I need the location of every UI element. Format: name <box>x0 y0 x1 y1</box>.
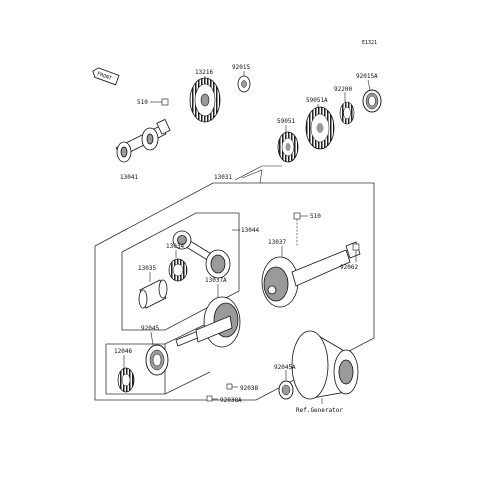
label-92015: 92015 <box>232 64 250 71</box>
label-92038a: 92038A <box>220 397 242 404</box>
nut-92015-part <box>237 75 251 93</box>
label-92045a: 92045A <box>274 364 296 371</box>
label-ref-generator: Ref.Generator <box>296 407 343 414</box>
label-13037: 13037 <box>268 239 286 246</box>
spacer-92200-part <box>339 101 355 125</box>
bearing-92015a-part <box>362 89 382 113</box>
needle-bearing-13034-part <box>168 258 188 282</box>
gear-59051-part <box>277 131 299 163</box>
seal-92045a-part <box>278 380 294 400</box>
label-92015a: 92015A <box>356 73 378 80</box>
label-13037a: 13037A <box>205 277 227 284</box>
bearing-92045-part <box>145 344 169 376</box>
crank-pin-13035-part <box>138 279 168 309</box>
label-59051: 59051 <box>277 118 295 125</box>
crankshaft-assembly-frame <box>94 182 375 401</box>
gear-13216-part <box>189 77 221 123</box>
svg-text:FRONT: FRONT <box>96 71 112 82</box>
generator-rotor-part <box>291 330 359 400</box>
label-13035: 13035 <box>138 265 156 272</box>
label-92062: 92062 <box>340 264 358 271</box>
label-59051a: 59051A <box>306 97 328 104</box>
gear-59051a-part <box>305 106 335 150</box>
label-13031: 13031 <box>214 174 232 181</box>
balancer-shaft-part <box>115 118 171 163</box>
sprocket-12046-part <box>117 367 135 393</box>
label-92200: 92200 <box>334 86 352 93</box>
label-510-upper: 510 <box>137 99 148 106</box>
crankshaft-right-half-part <box>261 241 361 308</box>
label-92038: 92038 <box>240 385 258 392</box>
label-13044: 13044 <box>241 227 259 234</box>
label-92045: 92045 <box>141 325 159 332</box>
diagram-code: E1321 <box>362 40 377 46</box>
label-13041: 13041 <box>120 174 138 181</box>
label-13034: 13034 <box>166 243 184 250</box>
front-arrow-badge: FRONT <box>92 67 120 86</box>
connecting-rod-part <box>172 230 231 279</box>
label-13216: 13216 <box>195 69 213 76</box>
crankshaft-left-half-part <box>175 296 241 348</box>
label-12046: 12046 <box>114 348 132 355</box>
label-510-lower: 510 <box>310 213 321 220</box>
